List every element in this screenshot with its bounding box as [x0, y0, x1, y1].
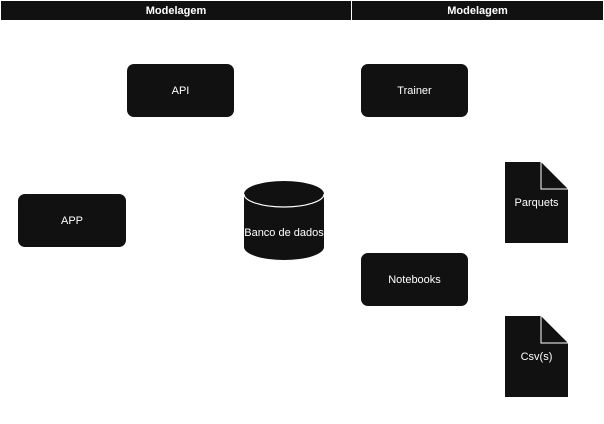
- notebooks-node[interactable]: Notebooks: [361, 253, 468, 306]
- csv-label: Csv(s): [520, 350, 553, 363]
- parquets-label: Parquets: [514, 196, 559, 209]
- api-node[interactable]: API: [127, 64, 234, 117]
- swimlane-right-header: Modelagem: [351, 0, 604, 21]
- swimlane-left: Modelagem: [0, 0, 352, 21]
- file-icon: [505, 162, 568, 243]
- database-label: Banco de dados: [244, 226, 324, 239]
- parquets-file-node[interactable]: Parquets: [505, 162, 568, 243]
- app-node[interactable]: APP: [18, 194, 126, 247]
- database-node[interactable]: Banco de dados: [243, 180, 325, 261]
- database-cylinder-icon: [243, 181, 325, 260]
- file-icon: [505, 316, 568, 397]
- trainer-node[interactable]: Trainer: [361, 64, 468, 117]
- csv-file-node[interactable]: Csv(s): [505, 316, 568, 397]
- swimlane-left-header: Modelagem: [0, 0, 352, 21]
- swimlane-right: Modelagem: [351, 0, 604, 424]
